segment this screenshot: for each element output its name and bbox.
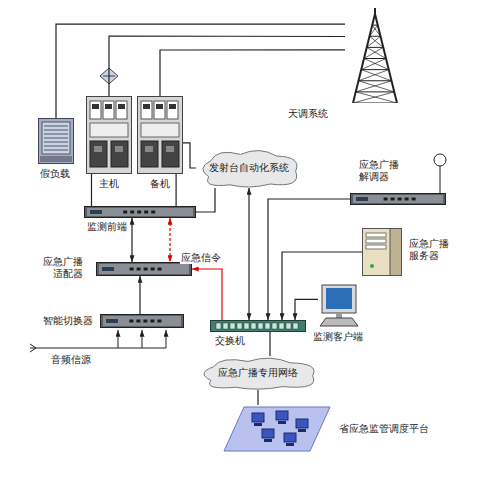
tower-node: 天调系统: [345, 8, 405, 103]
connector: [248, 188, 249, 320]
platform-icon: [222, 405, 332, 453]
cloud-node: 发射台自动化系统: [196, 148, 302, 188]
rack-icon: [84, 206, 196, 218]
tx-icon: [86, 96, 132, 174]
switch-node: 交换机: [210, 320, 306, 332]
node-label: 监测前端: [86, 221, 128, 233]
connector: [196, 188, 215, 212]
connector: [91, 174, 92, 206]
connector: [109, 36, 345, 96]
server-icon: [362, 228, 402, 276]
connector: [295, 299, 318, 320]
connector: [169, 218, 170, 262]
edge-label: 应急信令: [180, 252, 222, 264]
connector: [176, 174, 177, 206]
platform-node: 省应急监管调度平台: [222, 405, 332, 453]
demod-antenna: [434, 154, 446, 193]
node-label: 监测客户端: [312, 331, 364, 343]
rack-icon: [350, 193, 446, 205]
switch-icon: [210, 320, 306, 332]
connector: [269, 332, 270, 356]
node-label: 假负载: [39, 168, 71, 180]
node-label: 应急广播 解调器: [358, 159, 406, 183]
connector: [282, 252, 362, 320]
cloud-node: 应急广播专用网络: [196, 356, 320, 390]
rack-node: 监测前端: [84, 206, 196, 218]
rack-icon: [96, 262, 192, 276]
node-label: 应急广播专用网络: [218, 367, 298, 379]
connector: [56, 24, 345, 118]
rack-node: 应急广播 适配器: [96, 262, 192, 276]
client-icon: [318, 284, 360, 328]
rack-node: 应急广播 解调器: [350, 193, 446, 205]
connector: [257, 390, 258, 405]
node-label: 天调系统: [287, 108, 329, 120]
node-label: 主机: [98, 178, 120, 190]
node-label: 省应急监管调度平台: [338, 423, 430, 435]
audio-feed: [30, 330, 166, 352]
dummy-icon: [38, 118, 74, 164]
free-label: 音频信源: [50, 354, 92, 366]
connector: [183, 143, 196, 168]
connector: [160, 50, 345, 96]
connector: [131, 218, 132, 262]
tx-node: 主机: [86, 96, 132, 174]
node-label: 发射台自动化系统: [209, 162, 289, 174]
node-label: 备机: [149, 178, 171, 190]
dummy-node: 假负载: [38, 118, 74, 164]
tx-node: 备机: [137, 96, 183, 174]
connector: [192, 269, 222, 320]
client-node: 监测客户端: [318, 284, 360, 328]
rack-node: 智能切换器: [100, 314, 184, 328]
node-label: 智能切换器: [42, 315, 94, 327]
server-node: 应急广播 服务器: [362, 228, 402, 276]
tower-icon: [345, 8, 405, 103]
node-label: 应急广播 服务器: [408, 238, 456, 262]
rack-icon: [100, 314, 184, 328]
node-label: 交换机: [214, 335, 246, 347]
connector: [139, 276, 140, 314]
tx-icon: [137, 96, 183, 174]
node-label: 应急广播 适配器: [36, 256, 84, 280]
